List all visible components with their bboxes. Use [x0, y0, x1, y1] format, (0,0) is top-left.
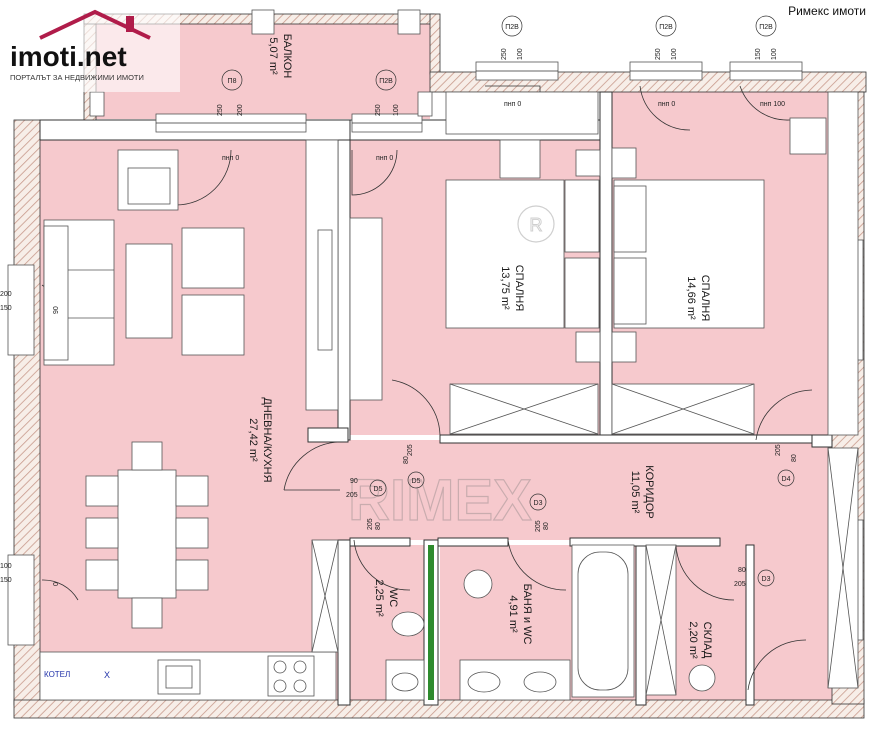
bedroom2-area: 14,66 m²	[685, 276, 697, 320]
dim-p8-h: 200	[237, 104, 244, 116]
dim-p2v1-h: 100	[393, 104, 400, 116]
tag-p2v-balcony: П2В	[379, 78, 393, 85]
kitchen-x-mark: X	[104, 670, 110, 680]
bedroom1-area: 13,75 m²	[499, 266, 511, 310]
dim-door-corr-w: 80	[791, 454, 798, 462]
balcony-area: 5,07 m²	[267, 37, 279, 75]
imoti-logo: imoti.net ПОРТАЛЪТ ЗА НЕДВИЖИМИ ИМОТИ	[0, 0, 180, 92]
bedroom1-name: СПАЛНЯ	[513, 265, 525, 312]
tag-d3: D3	[534, 500, 543, 507]
wc-area: 2,25 m²	[373, 579, 385, 617]
dim-door-bath-w: 80	[543, 522, 550, 530]
dim-door-stor-h: 205	[734, 581, 746, 588]
dim-door-b1-w: 80	[403, 456, 410, 464]
dim-p2v4-w: 150	[755, 48, 762, 60]
tag-d4: D4	[782, 476, 791, 483]
tag-p2v-b1: П2В	[505, 24, 519, 31]
watermark-center: RIMEX	[348, 468, 532, 533]
dim-p2v3-w: 250	[655, 48, 662, 60]
window-tags: П8 П2В П2В П2В П2В	[221, 15, 777, 91]
logo-brand: imoti.net	[10, 41, 127, 72]
sill-d: пнп 0	[658, 101, 675, 108]
wc-name: WC	[387, 589, 399, 607]
dim-left-f: 0	[53, 582, 60, 586]
boiler-label: КОТЕЛ	[44, 670, 70, 679]
dim-p2v1-w: 250	[375, 104, 382, 116]
watermark-top: Римекс имоти	[788, 4, 866, 18]
sill-c: пнп 0	[504, 101, 521, 108]
balcony-name: БАЛКОН	[281, 34, 293, 79]
bedroom2-name: СПАЛНЯ	[699, 275, 711, 322]
sill-a: пнп 0	[222, 155, 239, 162]
furniture	[39, 91, 859, 701]
dim-p2v2-w: 250	[501, 48, 508, 60]
dim-door-b1-h: 205	[407, 444, 414, 456]
corridor-area: 11,05 m²	[629, 471, 641, 514]
sill-b: пнп 0	[376, 155, 393, 162]
storage-area: 2,20 m²	[687, 621, 699, 659]
registered-mark-icon	[517, 205, 555, 243]
svg-text:R: R	[530, 215, 543, 235]
watermarks: RIMEX R	[348, 205, 555, 534]
dim-p2v4-h: 100	[771, 48, 778, 60]
storage-name: СКЛАД	[701, 622, 713, 659]
dimensions: 250 200 250 100 250 100 250 100 150 100 …	[0, 48, 798, 588]
dim-door-wc-h: 205	[367, 518, 374, 530]
bath-name: БАНЯ и WC	[521, 584, 533, 645]
dim-p2v3-h: 100	[671, 48, 678, 60]
living-area: 27,42 m²	[247, 418, 259, 462]
door-tags: D5 D5 D3 D4 D3	[369, 469, 795, 587]
dim-door-stor-w: 80	[738, 567, 746, 574]
logo-tagline: ПОРТАЛЪТ ЗА НЕДВИЖИМИ ИМОТИ	[10, 73, 144, 82]
tag-d3b: D3	[762, 576, 771, 583]
corridor-fill	[340, 440, 830, 540]
bath-area: 4,91 m²	[507, 595, 519, 633]
tag-d5b: D5	[374, 486, 383, 493]
dim-door-bath-h: 205	[535, 520, 542, 532]
sill-e: пнп 100	[760, 101, 785, 108]
dim-left-c: 100	[0, 563, 12, 570]
dim-door-living-w: 90	[350, 478, 358, 485]
dim-left-e: 90	[53, 306, 60, 314]
dim-door-living-h: 205	[346, 492, 358, 499]
corridor-name: КОРИДОР	[643, 465, 655, 518]
dim-left-a: 200	[0, 291, 12, 298]
tag-p2v-b2b: П2В	[759, 24, 773, 31]
tag-p8: П8	[228, 78, 237, 85]
dim-p2v2-h: 100	[517, 48, 524, 60]
tag-d5a: D5	[412, 478, 421, 485]
dim-door-corr-h: 205	[775, 444, 782, 456]
living-name: ДНЕВНА/КУХНЯ	[261, 397, 273, 482]
dim-left-b: 150	[0, 305, 12, 312]
dim-p8-w: 250	[217, 104, 224, 116]
dim-left-d: 150	[0, 577, 12, 584]
tag-p2v-b2a: П2В	[659, 24, 673, 31]
room-labels: БАЛКОН 5,07 m² ДНЕВНА/КУХНЯ 27,42 m² СПА…	[247, 34, 713, 659]
dim-door-wc-w: 80	[375, 522, 382, 530]
